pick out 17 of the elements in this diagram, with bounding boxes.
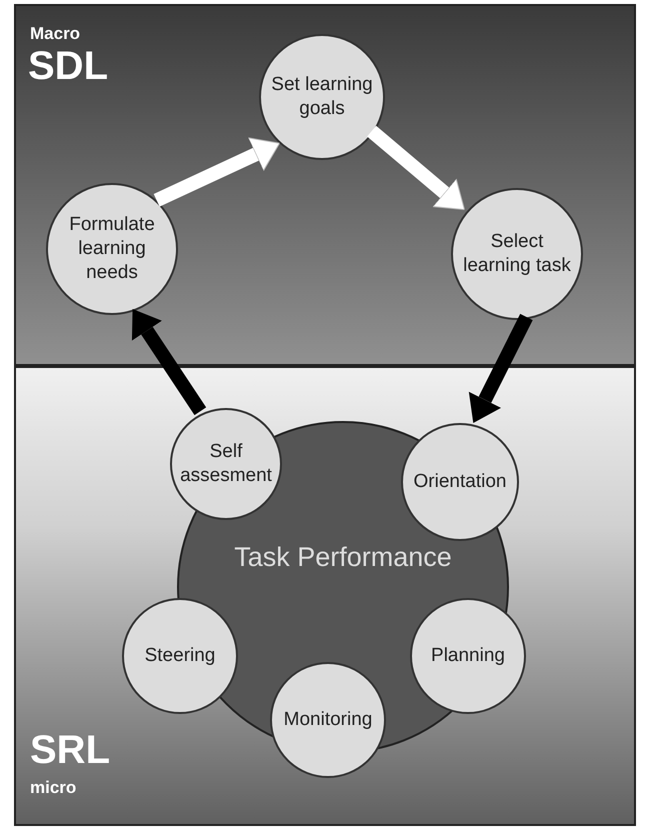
node-label: Steering [144, 644, 216, 668]
node-label: Formulate learning needs [68, 213, 156, 285]
panel-background [14, 4, 636, 366]
node-label: Orientation [414, 470, 506, 494]
section-label: Macro [30, 24, 80, 44]
section-label: SRL [30, 728, 110, 773]
section-label: SDL [28, 44, 108, 89]
block-arrow [367, 126, 465, 210]
section-label: micro [30, 778, 76, 798]
block-arrow [154, 137, 280, 207]
node-label: Monitoring [284, 708, 372, 732]
node-label: Self assesment [179, 440, 273, 488]
node-label: Planning [431, 644, 505, 668]
node-label: Select learning task [462, 230, 572, 278]
node-label: Set learning goals [270, 73, 374, 121]
node-label: Task Performance [234, 541, 452, 574]
panel-background [14, 366, 636, 826]
